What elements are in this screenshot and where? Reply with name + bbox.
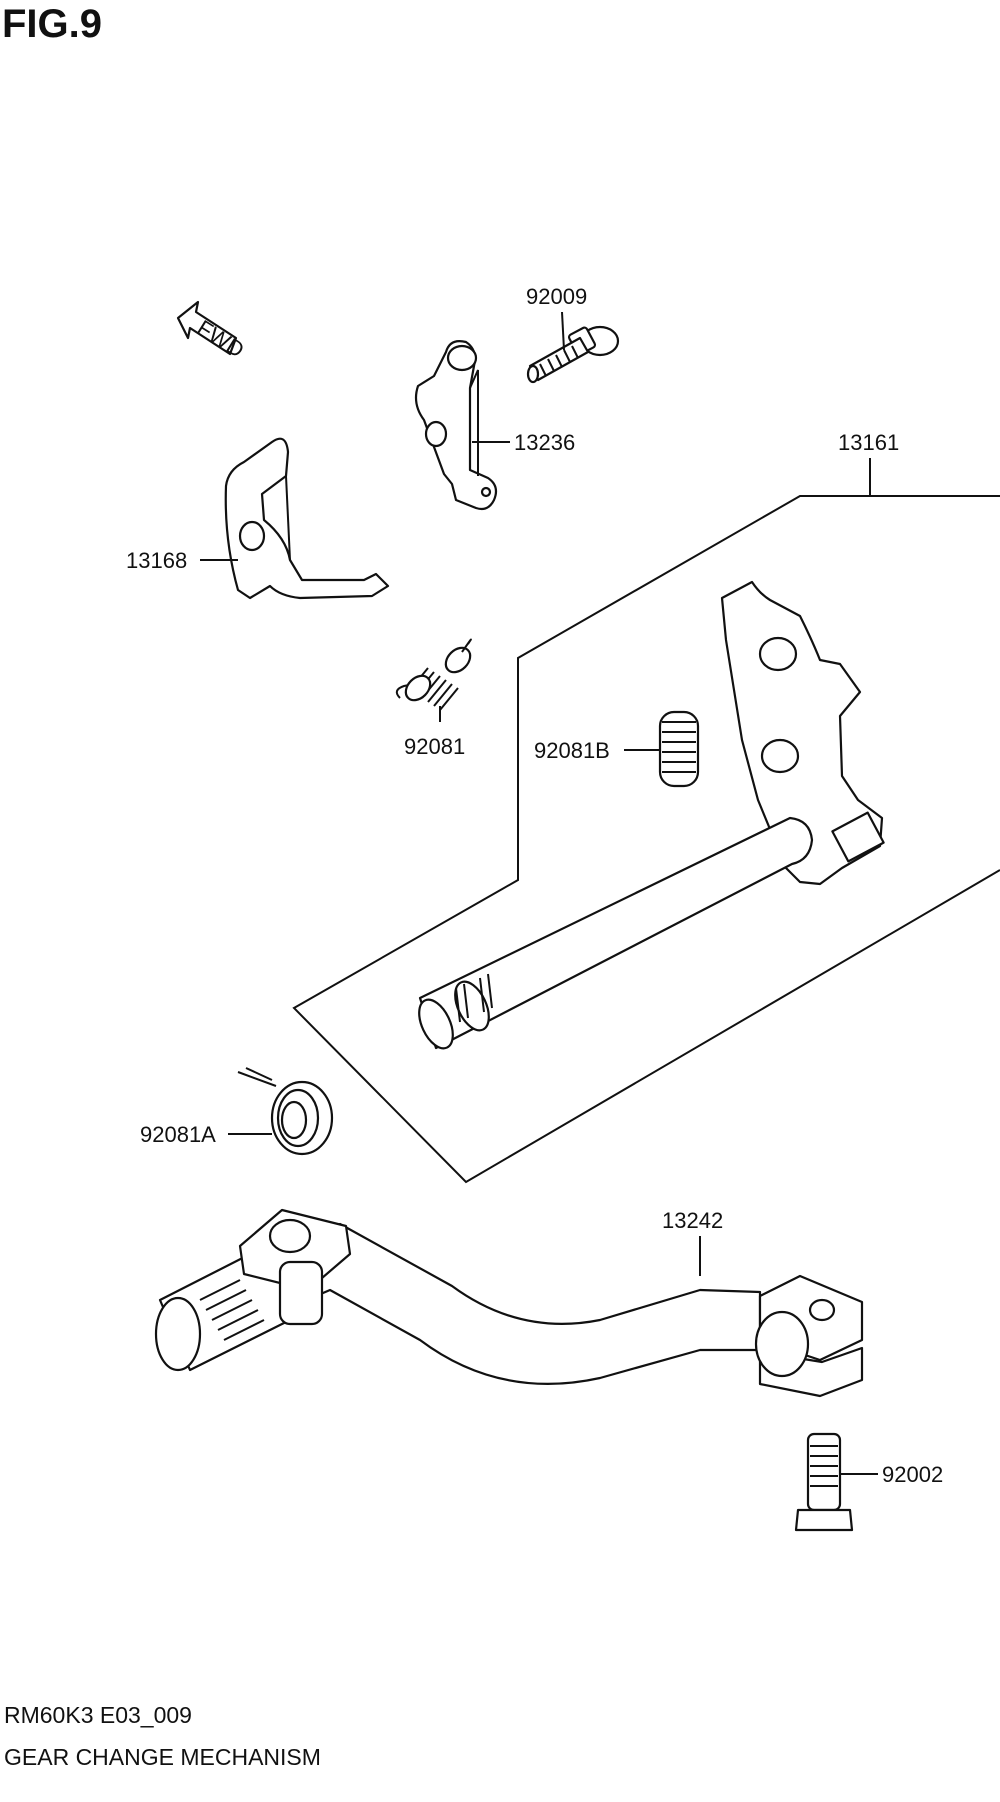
gearshift-lever-13242-icon	[154, 1208, 864, 1398]
part-label-92009[interactable]: 92009	[526, 284, 587, 309]
fwd-label: FWD	[193, 315, 249, 363]
part-label-92081B[interactable]: 92081B	[534, 738, 610, 763]
shift-shaft-assembly-outline	[292, 495, 1000, 1184]
shift-shaft-13161-icon	[418, 580, 885, 1050]
bolt-92009-icon	[526, 325, 620, 384]
part-label-13236[interactable]: 13236	[514, 430, 575, 455]
figure-title: FIG.9	[2, 2, 103, 46]
leader-lines	[200, 311, 878, 1475]
diagram-code: RM60K3 E03_009	[4, 1702, 192, 1728]
stopper-plate-13236-icon	[414, 340, 498, 511]
bolt-92002-icon	[794, 1432, 854, 1532]
return-spring-92081A-icon	[237, 1067, 334, 1156]
forward-direction-arrow-icon: FWD	[176, 300, 249, 363]
bracket-13168-icon	[224, 437, 390, 600]
part-label-13168[interactable]: 13168	[126, 548, 187, 573]
part-label-92002[interactable]: 92002	[882, 1462, 943, 1487]
part-label-92081[interactable]: 92081	[404, 734, 465, 759]
part-label-13161[interactable]: 13161	[838, 430, 899, 455]
spring-92081-icon	[395, 638, 472, 711]
diagram-caption: GEAR CHANGE MECHANISM	[4, 1744, 321, 1770]
spring-92081B-icon	[658, 710, 700, 788]
part-label-13242[interactable]: 13242	[662, 1208, 723, 1233]
part-label-92081A[interactable]: 92081A	[140, 1122, 216, 1147]
